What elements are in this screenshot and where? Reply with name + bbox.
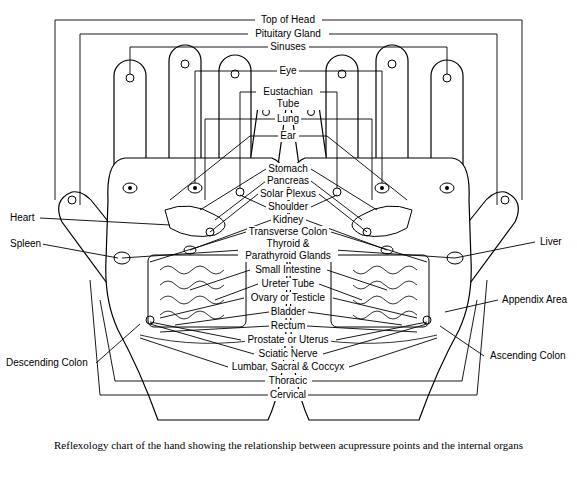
- figure-caption: Reflexology chart of the hand showing th…: [28, 438, 549, 452]
- organ-label: Cervical: [268, 389, 308, 401]
- leader-lines: [40, 20, 535, 395]
- organ-label: Eustachian Tube: [256, 86, 320, 110]
- organ-label: Small Intestine: [253, 264, 323, 276]
- organ-label: Top of Head: [259, 14, 317, 26]
- organ-label: Descending Colon: [4, 357, 90, 369]
- organ-label: Sinuses: [268, 41, 308, 53]
- organ-label: Liver: [538, 236, 564, 248]
- organ-label: Thyroid & Parathyroid Glands: [238, 238, 338, 262]
- organ-label: Rectum: [269, 320, 307, 332]
- organ-label: Sciatic Nerve: [257, 348, 320, 360]
- organ-label: Stomach: [266, 163, 309, 175]
- organ-label: Eye: [277, 65, 298, 77]
- organ-label: Appendix Area: [500, 294, 569, 306]
- organ-label: Lumbar, Sacral & Coccyx: [230, 361, 346, 373]
- organ-label: Pancreas: [265, 175, 311, 187]
- organ-label: Ear: [278, 130, 298, 142]
- organ-label: Spleen: [8, 238, 43, 250]
- organ-label: Kidney: [271, 214, 306, 226]
- organ-label: Heart: [8, 212, 36, 224]
- organ-label: Ureter Tube: [260, 278, 317, 290]
- organ-label: Bladder: [269, 306, 307, 318]
- organ-label: Transverse Colon: [247, 226, 330, 238]
- organ-label: Ascending Colon: [488, 350, 568, 362]
- organ-label: Lung: [275, 113, 301, 125]
- organ-label: Solar Plexus: [258, 188, 318, 200]
- organ-label: Prostate or Uterus: [245, 334, 330, 346]
- organ-label: Shoulder: [266, 201, 310, 213]
- organ-label: Pituitary Gland: [253, 28, 323, 40]
- organ-label: Thoracic: [267, 375, 309, 387]
- organ-label: Ovary or Testicle: [249, 292, 327, 304]
